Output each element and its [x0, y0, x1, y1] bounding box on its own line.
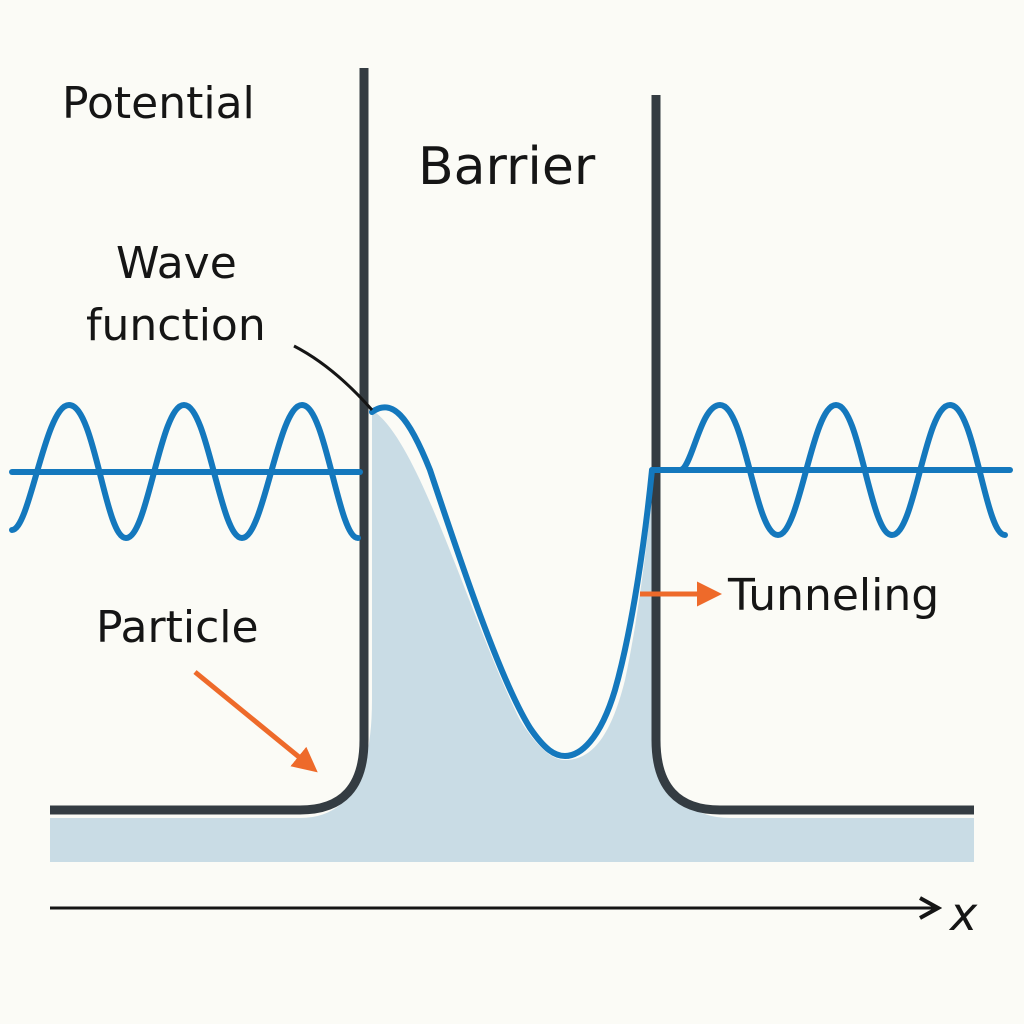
- label-barrier: Barrier: [418, 137, 596, 197]
- wave-function-left-oscillation: [9, 401, 361, 542]
- wave-function-leader-line: [293, 344, 374, 411]
- label-particle: Particle: [96, 602, 259, 653]
- barrier-wall-right: [651, 95, 974, 815]
- label-x-axis: x: [948, 887, 978, 941]
- particle-arrow-icon: [193, 670, 318, 773]
- label-wave-function-line1: Wave: [116, 238, 237, 289]
- label-potential: Potential: [62, 78, 255, 129]
- wave-function-right-oscillation: [677, 401, 1008, 539]
- label-wave-function-line2: function: [86, 300, 266, 351]
- label-tunneling: Tunneling: [727, 570, 939, 621]
- barrier-wall-left: [50, 68, 369, 815]
- wave-function-barrier: [369, 404, 655, 760]
- potential-fill: [50, 410, 974, 862]
